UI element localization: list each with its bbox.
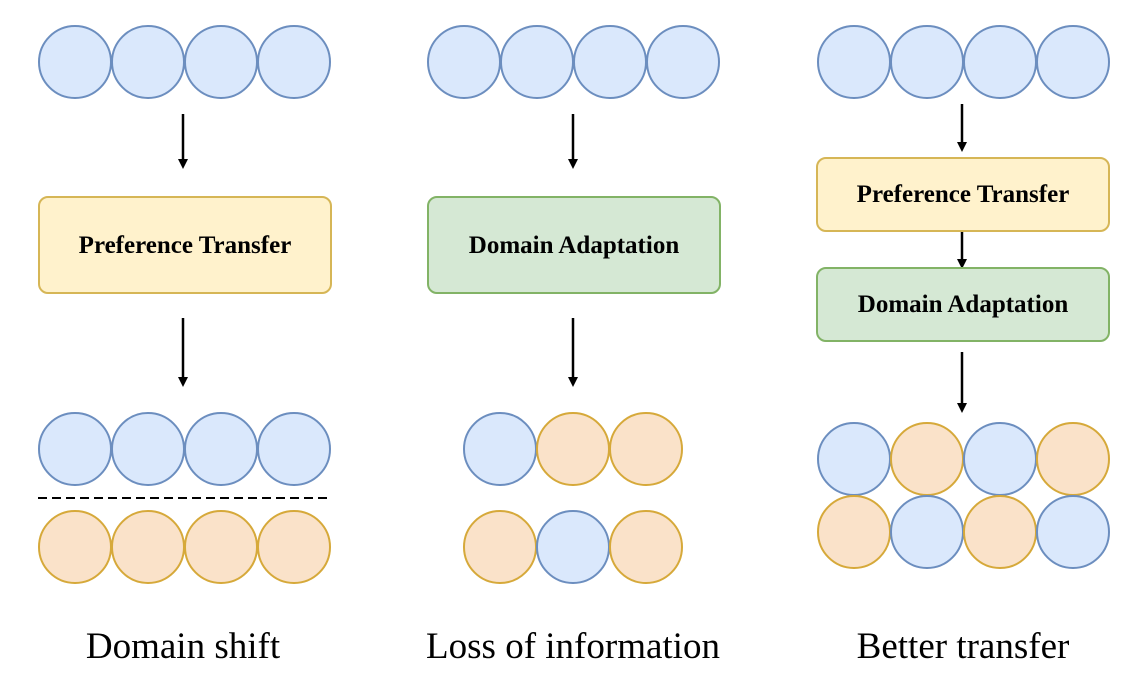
blue-sample-circle (646, 25, 720, 99)
box-label: Domain Adaptation (469, 232, 680, 259)
blue-sample-circle (257, 25, 331, 99)
box-background (427, 196, 721, 294)
blue-sample-circle (963, 25, 1037, 99)
output-row-top (817, 422, 1110, 496)
blue-sample-circle (184, 412, 258, 486)
domain-adaptation-box: Domain Adaptation (427, 196, 721, 294)
preference-transfer-box: Preference Transfer (816, 157, 1110, 232)
blue-sample-circle (1036, 25, 1110, 99)
box-label: Domain Adaptation (858, 291, 1069, 318)
orange-sample-circle (536, 412, 610, 486)
output-row-top (463, 412, 683, 486)
panel-loss-of-information: Domain Adaptation Loss of information (426, 25, 721, 667)
orange-sample-circle (463, 510, 537, 584)
blue-sample-circle (111, 25, 185, 99)
blue-sample-circle (184, 25, 258, 99)
orange-sample-circle (111, 510, 185, 584)
orange-sample-circle (184, 510, 258, 584)
output-row-top (38, 412, 331, 486)
output-row-bottom (817, 495, 1110, 569)
output-row-bottom (38, 510, 331, 584)
blue-sample-circle (427, 25, 501, 99)
panel-domain-shift: Preference Transfer Domain shift (38, 25, 332, 667)
box-background (816, 267, 1110, 342)
panel-caption: Domain shift (86, 626, 281, 667)
blue-sample-circle (890, 25, 964, 99)
box-background (38, 196, 332, 294)
blue-sample-circle (536, 510, 610, 584)
blue-sample-circle (817, 25, 891, 99)
orange-sample-circle (817, 495, 891, 569)
panel-caption: Better transfer (857, 626, 1070, 667)
orange-sample-circle (38, 510, 112, 584)
orange-sample-circle (1036, 422, 1110, 496)
orange-sample-circle (963, 495, 1037, 569)
blue-sample-circle (38, 25, 112, 99)
blue-sample-circle (1036, 495, 1110, 569)
input-row (427, 25, 720, 99)
orange-sample-circle (257, 510, 331, 584)
blue-sample-circle (500, 25, 574, 99)
input-row (817, 25, 1110, 99)
blue-sample-circle (463, 412, 537, 486)
blue-sample-circle (111, 412, 185, 486)
panel-caption: Loss of information (426, 626, 720, 667)
blue-sample-circle (817, 422, 891, 496)
blue-sample-circle (257, 412, 331, 486)
box-label: Preference Transfer (857, 181, 1070, 208)
orange-sample-circle (609, 412, 683, 486)
blue-sample-circle (38, 412, 112, 486)
input-row (38, 25, 331, 99)
box-label: Preference Transfer (79, 232, 292, 259)
orange-sample-circle (890, 422, 964, 496)
blue-sample-circle (963, 422, 1037, 496)
blue-sample-circle (573, 25, 647, 99)
blue-sample-circle (890, 495, 964, 569)
domain-adaptation-box: Domain Adaptation (816, 267, 1110, 342)
output-row-bottom (463, 510, 683, 584)
preference-transfer-box: Preference Transfer (38, 196, 332, 294)
orange-sample-circle (609, 510, 683, 584)
panel-better-transfer: Preference Transfer Domain Adaptation Be… (816, 25, 1110, 667)
box-background (816, 157, 1110, 232)
